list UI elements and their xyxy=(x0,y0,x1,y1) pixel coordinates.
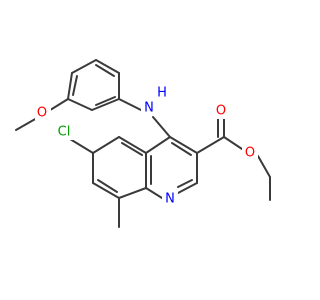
bond xyxy=(177,182,198,194)
label-mask xyxy=(213,103,229,119)
label-mask xyxy=(242,145,258,161)
label-mask xyxy=(35,104,51,120)
bond xyxy=(145,187,163,199)
label-mask xyxy=(162,191,178,207)
label-mask xyxy=(141,100,157,116)
ester-oxygen-label: O xyxy=(245,146,255,161)
molecule-structure: O N H O O Cl N xyxy=(15,59,271,228)
bond xyxy=(95,64,115,77)
methoxy-oxygen-label: O xyxy=(37,106,47,121)
bond xyxy=(95,96,116,106)
bond xyxy=(118,187,147,199)
bond xyxy=(257,155,271,178)
ring-nitrogen-label: N xyxy=(165,192,175,207)
bond xyxy=(152,116,171,138)
bond xyxy=(223,136,243,150)
bond xyxy=(67,72,73,100)
amine-hydrogen-label: H xyxy=(157,86,167,101)
chlorine-label: Cl xyxy=(58,125,71,140)
bond xyxy=(169,136,198,154)
bond xyxy=(92,136,120,154)
bond xyxy=(177,179,193,188)
bond xyxy=(71,59,97,74)
molecule-canvas: O N H O O Cl N xyxy=(15,59,271,228)
bond xyxy=(91,98,120,111)
bond xyxy=(95,59,120,74)
bond xyxy=(196,136,225,154)
bond xyxy=(69,138,94,154)
bond xyxy=(92,182,120,199)
bond xyxy=(171,142,192,156)
amine-nitrogen-label: N xyxy=(144,101,154,116)
bond xyxy=(145,136,171,154)
bond xyxy=(15,117,38,131)
label-mask xyxy=(54,124,74,140)
bond xyxy=(67,98,93,111)
bond xyxy=(118,136,147,154)
bond xyxy=(72,75,78,96)
bond xyxy=(121,142,143,156)
bond xyxy=(118,98,144,112)
bond xyxy=(97,179,118,193)
carbonyl-oxygen-label: O xyxy=(216,104,226,119)
